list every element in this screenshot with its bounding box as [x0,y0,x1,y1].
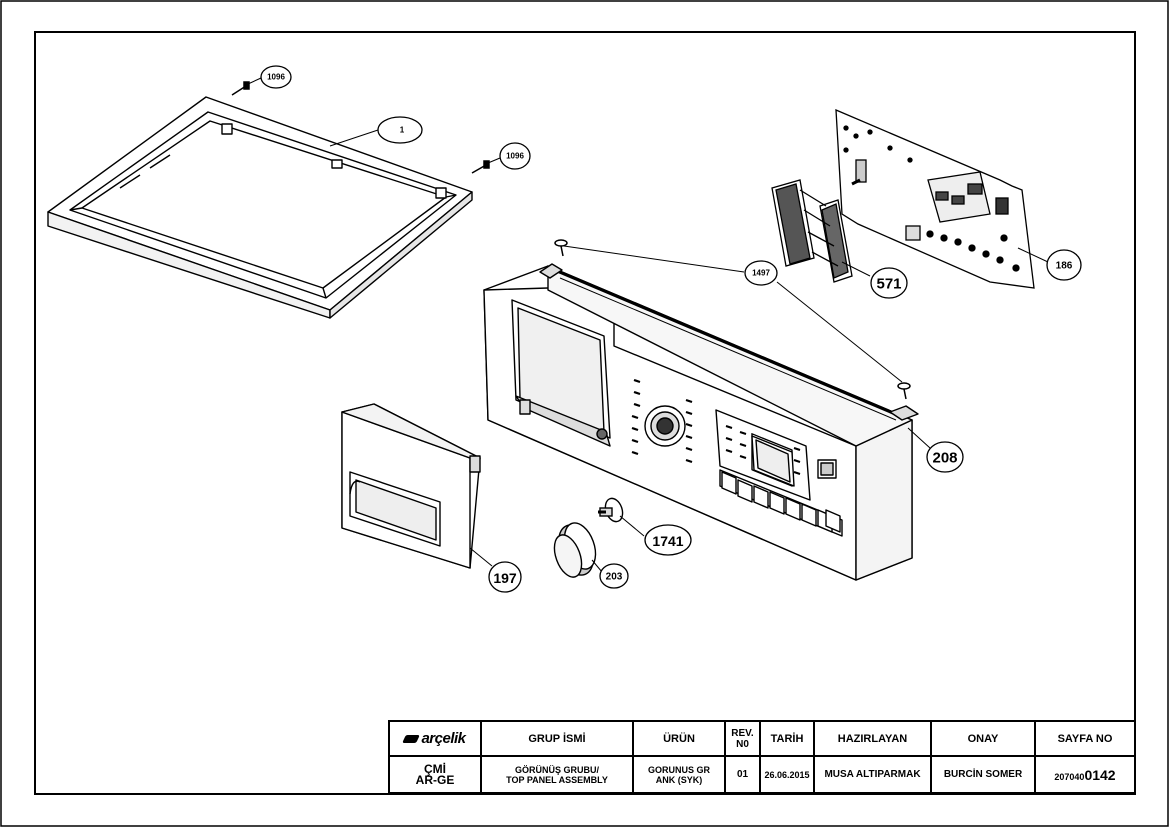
code-line-1: ÇMİ [424,761,446,776]
title-block: arçelik GRUP İSMİ ÜRÜN REV. N0 TARİH HAZ… [388,720,1136,794]
brand-name: arçelik [421,730,466,747]
header-prepared-by: HAZIRLAYAN [813,720,932,757]
prepared-by-value: MUSA ALTIPARMAK [813,755,932,794]
product-line-2: ANK (SYK) [655,774,703,785]
leader-lines [247,77,1049,573]
group-name-value: GÖRÜNÜŞ GRUBU/TOP PANEL ASSEMBLY [480,755,634,794]
knob-shaft-part [598,497,624,523]
control-board-part [835,108,1035,289]
drawing-border [34,31,1136,795]
group-line-2: TOP PANEL ASSEMBLY [506,774,608,785]
callout-label: 571 [876,276,901,293]
callout-1096-b: 1096 [499,142,531,170]
header-page-no: SAYFA NO [1034,720,1136,757]
callout-1741: 1741 [644,524,692,556]
callout-label: 1096 [506,152,524,161]
callout-197: 197 [488,561,522,593]
callout-label: 1497 [752,269,770,278]
screw-1096-a [231,81,250,96]
drawer-front-part [341,403,481,569]
header-revision: REV. N0 [724,720,761,757]
callout-1: 1 [377,116,423,144]
callout-186: 186 [1046,249,1082,281]
callout-label: 1 [400,126,405,135]
header-approval: ONAY [930,720,1036,757]
revision-value: 01 [724,755,761,794]
brand-logo: arçelik [388,720,482,757]
knob-part [553,522,597,578]
group-line-1: GÖRÜNÜŞ GRUBU/ [514,764,599,775]
page-number-value: 2070400142 [1034,755,1136,794]
callout-label: 197 [493,570,517,586]
page-number-suffix: 0142 [1084,766,1116,783]
screw-1497-b [897,382,911,400]
callout-label: 186 [1056,261,1073,272]
callout-571: 571 [870,267,908,299]
button-holder-part [771,179,853,283]
callout-1096-a: 1096 [260,65,292,89]
page-number-prefix: 207040 [1054,771,1085,782]
callout-label: 203 [606,572,623,583]
callout-label: 1096 [267,73,285,82]
brand-mark-icon [402,735,421,744]
callout-208: 208 [926,441,964,473]
code-line-2: AR-GE [415,772,455,787]
callout-203: 203 [599,563,629,589]
top-panel-frame-part [47,96,473,319]
header-group-name: GRUP İSMİ [480,720,634,757]
callout-label: 1741 [652,533,683,549]
screw-1497-a [554,239,568,257]
screw-1096-b [471,160,490,174]
date-value: 26.06.2015 [759,755,815,794]
callout-1497: 1497 [744,260,778,286]
header-date: TARİH [759,720,815,757]
control-panel-part [483,263,919,581]
product-line-1: GORUNUS GR [647,764,710,775]
callout-label: 208 [932,450,957,467]
header-product: ÜRÜN [632,720,726,757]
approval-value: BURCİN SOMER [930,755,1036,794]
